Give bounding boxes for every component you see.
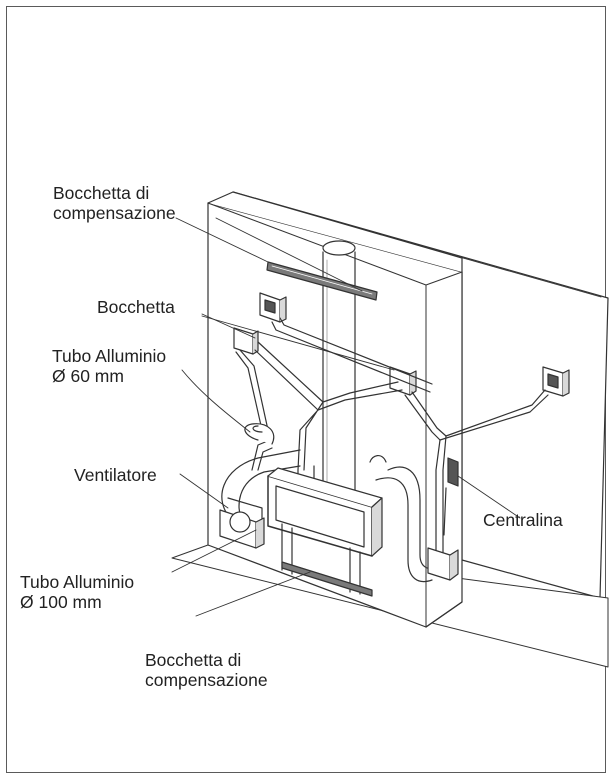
label-line: compensazione [145,670,268,690]
flue-pipe [322,240,356,521]
label-bocchetta-compensazione-bottom: Bocchetta di compensazione [145,650,268,690]
label-line: compensazione [53,203,176,223]
outlet-vent-1 [259,292,287,323]
label-line: Bocchetta di [145,650,242,670]
outlet-vent-4 [542,366,570,397]
label-line: Centralina [483,510,563,530]
leader-lines [171,217,521,617]
fan-unit [219,497,265,549]
label-line: Ø 100 mm [20,592,102,612]
outlet-vent-bottom [427,547,459,581]
label-tubo-60: Tubo Alluminio Ø 60 mm [52,346,166,386]
label-bocchetta: Bocchetta [97,297,175,317]
label-bocchetta-compensazione-top: Bocchetta di compensazione [53,183,176,223]
compensation-grille-top [266,261,378,301]
label-centralina: Centralina [483,510,563,530]
label-line: Bocchetta [97,297,175,317]
label-line: Ventilatore [74,465,157,485]
label-ventilatore: Ventilatore [74,465,157,485]
duct-100mm [221,423,441,583]
label-line: Bocchetta di [53,183,150,203]
fireplace-insert [267,467,383,595]
label-line: Tubo Alluminio [20,572,135,592]
label-line: Tubo Alluminio [52,346,167,366]
duct-60mm [235,317,549,561]
label-tubo-100: Tubo Alluminio Ø 100 mm [20,572,134,612]
control-unit [443,457,459,536]
compensation-grille-bottom [281,561,373,597]
outlet-vent-3 [389,366,417,396]
label-line: Ø 60 mm [52,366,124,386]
